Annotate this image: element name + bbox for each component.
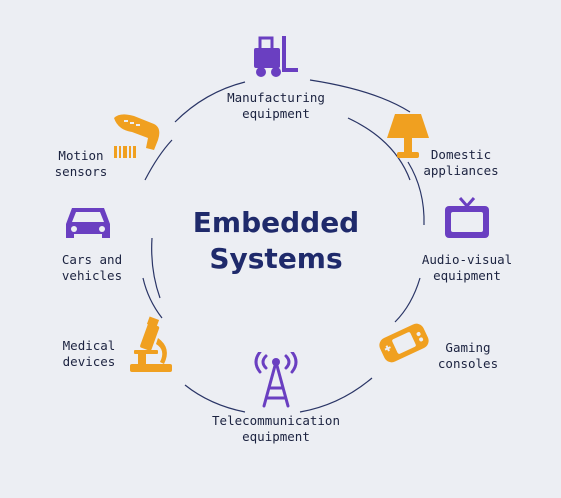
ring-arc [299, 377, 373, 413]
antenna-tower-icon [254, 352, 298, 408]
ring-arc [144, 139, 173, 181]
node-domestic: Domestic appliances [423, 147, 499, 178]
node-audio-visual: Audio-visual equipment [421, 252, 513, 283]
forklift-icon [254, 36, 298, 77]
diagram-title: Embedded Systems [176, 205, 376, 277]
ring-arc [407, 161, 425, 226]
node-motion-sensors: Motion sensors [54, 148, 108, 179]
car-icon [66, 208, 110, 238]
gamepad-icon [379, 323, 429, 363]
barcode-scanner-icon [114, 114, 160, 158]
ring-arc [309, 79, 411, 113]
ring-arc [151, 237, 161, 299]
ring-arc [174, 81, 246, 123]
node-gaming: Gaming consoles [437, 340, 499, 371]
microscope-icon [130, 316, 172, 372]
node-cars: Cars and vehicles [61, 252, 123, 283]
node-manufacturing: Manufacturing equipment [227, 90, 325, 121]
lamp-icon [387, 114, 429, 158]
tv-icon [445, 197, 489, 238]
node-telecommunication: Telecommunication equipment [212, 413, 340, 444]
ring-arc [184, 384, 246, 413]
title-line-2: Systems [209, 242, 343, 275]
ring-arc [142, 277, 163, 319]
ring-arc [347, 117, 411, 181]
node-medical: Medical devices [62, 338, 116, 369]
ring-arc [394, 277, 421, 323]
title-line-1: Embedded [192, 206, 360, 239]
